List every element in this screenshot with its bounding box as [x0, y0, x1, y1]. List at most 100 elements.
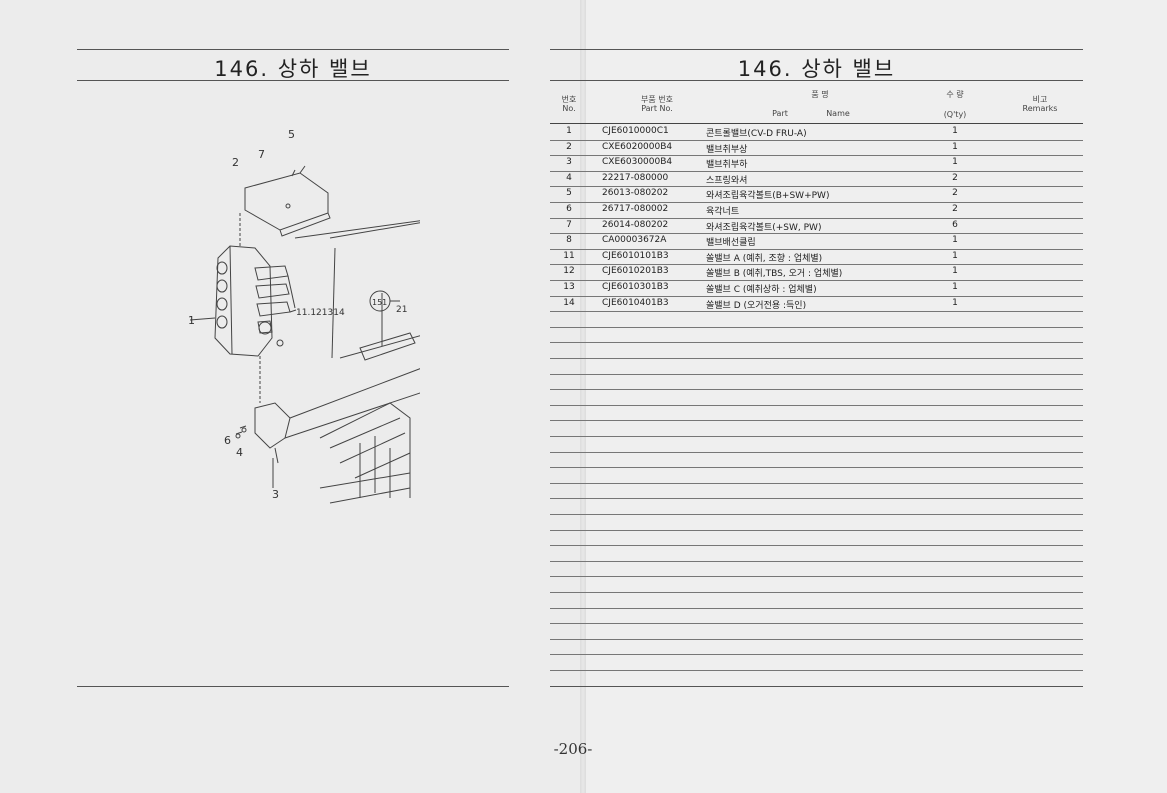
ref-circle-label: 151 [372, 298, 387, 307]
header-no-ko: 번호 [561, 95, 577, 104]
row-divider [550, 467, 1083, 469]
row-part-name: 쏠밸브 A (예취, 조향 : 업체별) [706, 253, 823, 264]
header-name-ko: 품 명 [811, 90, 829, 99]
row-divider [550, 545, 1083, 547]
table-row: 3 CXE6030000B4 밸브취부하 1 [550, 155, 1083, 171]
row-part-name: 밸브취부하 [706, 160, 748, 171]
row-divider [550, 482, 1083, 484]
header-rule [550, 123, 1083, 124]
row-quantity: 1 [952, 157, 958, 168]
row-no: 12 [563, 266, 575, 277]
row-divider [550, 311, 1083, 313]
row-part-number: CJE6010000C1 [602, 126, 669, 136]
left-bottom-rule [77, 686, 509, 687]
row-quantity: 6 [952, 219, 958, 230]
row-divider [550, 170, 1083, 172]
header-part-ko: 부품 번호 [641, 95, 673, 104]
header-no-en: No. [562, 104, 576, 113]
row-divider [550, 451, 1083, 453]
row-divider [550, 155, 1083, 157]
row-part-number: CJE6010401B3 [602, 297, 669, 308]
table-row: 13 CJE6010301B3 쏠밸브 C (예취상하 : 업체별) 1 [550, 280, 1083, 296]
header-name-en-name: Name [826, 109, 850, 118]
row-part-name: 쏠밸브 B (예취,TBS, 오거 : 업체별) [706, 269, 843, 280]
row-part-name: 육각너트 [706, 207, 740, 217]
row-part-name: 스프링와셔 [706, 175, 748, 186]
row-part-number: CXE6030000B4 [602, 157, 673, 168]
row-divider [550, 560, 1083, 562]
row-divider [550, 529, 1083, 531]
row-divider [550, 139, 1083, 141]
row-divider [550, 342, 1083, 344]
row-divider [550, 202, 1083, 203]
row-no: 5 [566, 188, 572, 199]
right-page [583, 0, 1167, 793]
row-divider [550, 607, 1083, 609]
row-no: 8 [566, 235, 572, 246]
row-no: 4 [566, 172, 572, 183]
row-no: 13 [563, 282, 575, 292]
row-part-number: 22217-080000 [602, 172, 669, 183]
left-page-title: 146. 상하 밸브 [214, 57, 372, 81]
row-no: 11 [563, 250, 575, 261]
row-part-name: 쏠밸브 C (예취상하 : 업체별) [706, 285, 817, 295]
row-divider [550, 389, 1083, 391]
row-divider [550, 217, 1083, 219]
parts-table: 번호 No. 부품 번호 Part No. 품 명 Part Name 수 량 … [550, 90, 1083, 124]
row-quantity: 1 [952, 282, 958, 292]
exploded-parts-diagram: 5 7 2 8 11.121314 151 21 1 6 4 3 [188, 128, 420, 504]
row-no: 14 [563, 297, 575, 308]
row-divider [550, 498, 1083, 500]
row-no: 2 [566, 141, 572, 152]
row-divider [550, 326, 1083, 328]
row-quantity: 1 [952, 266, 958, 277]
row-part-number: CJE6010301B3 [602, 282, 669, 292]
row-divider [550, 514, 1083, 515]
row-part-number: CA00003672A [602, 235, 667, 246]
page-number: -206- [553, 740, 593, 758]
ref-page-label: 21 [396, 305, 407, 315]
callout-6: 6 [224, 434, 231, 447]
row-divider [550, 654, 1083, 656]
left-title-box: 146. 상하 밸브 [77, 49, 509, 81]
row-divider [550, 638, 1083, 640]
callout-5: 5 [288, 128, 295, 141]
row-divider [550, 576, 1083, 578]
row-part-number: 26717-080002 [602, 204, 669, 214]
row-quantity: 1 [952, 250, 958, 261]
callout-2: 2 [232, 156, 239, 169]
row-part-number: CJE6010101B3 [602, 250, 669, 261]
row-quantity: 1 [952, 235, 958, 246]
row-quantity: 1 [952, 126, 958, 136]
row-divider [550, 264, 1083, 266]
row-no: 3 [566, 157, 572, 168]
row-divider [550, 420, 1083, 422]
row-part-number: CXE6020000B4 [602, 141, 673, 152]
right-title-box: 146. 상하 밸브 [550, 49, 1083, 81]
callout-3: 3 [272, 488, 279, 501]
row-divider [550, 358, 1083, 359]
row-quantity: 2 [952, 204, 958, 214]
row-quantity: 1 [952, 297, 958, 308]
row-divider [550, 404, 1083, 406]
header-name-en-part: Part [772, 109, 788, 118]
left-page [0, 0, 583, 793]
callout-11-14: 11.121314 [296, 308, 345, 318]
header-part-en: Part No. [641, 104, 673, 113]
table-header: 번호 No. 부품 번호 Part No. 품 명 Part Name 수 량 … [550, 90, 1083, 124]
row-part-name: 와셔조립육각볼트(+SW, PW) [706, 222, 822, 233]
row-divider [550, 670, 1083, 671]
row-divider [550, 233, 1083, 235]
row-divider [550, 248, 1083, 250]
callout-7: 7 [258, 148, 265, 161]
callout-4: 4 [236, 446, 243, 459]
header-remarks-ko: 비고 [1032, 95, 1048, 104]
